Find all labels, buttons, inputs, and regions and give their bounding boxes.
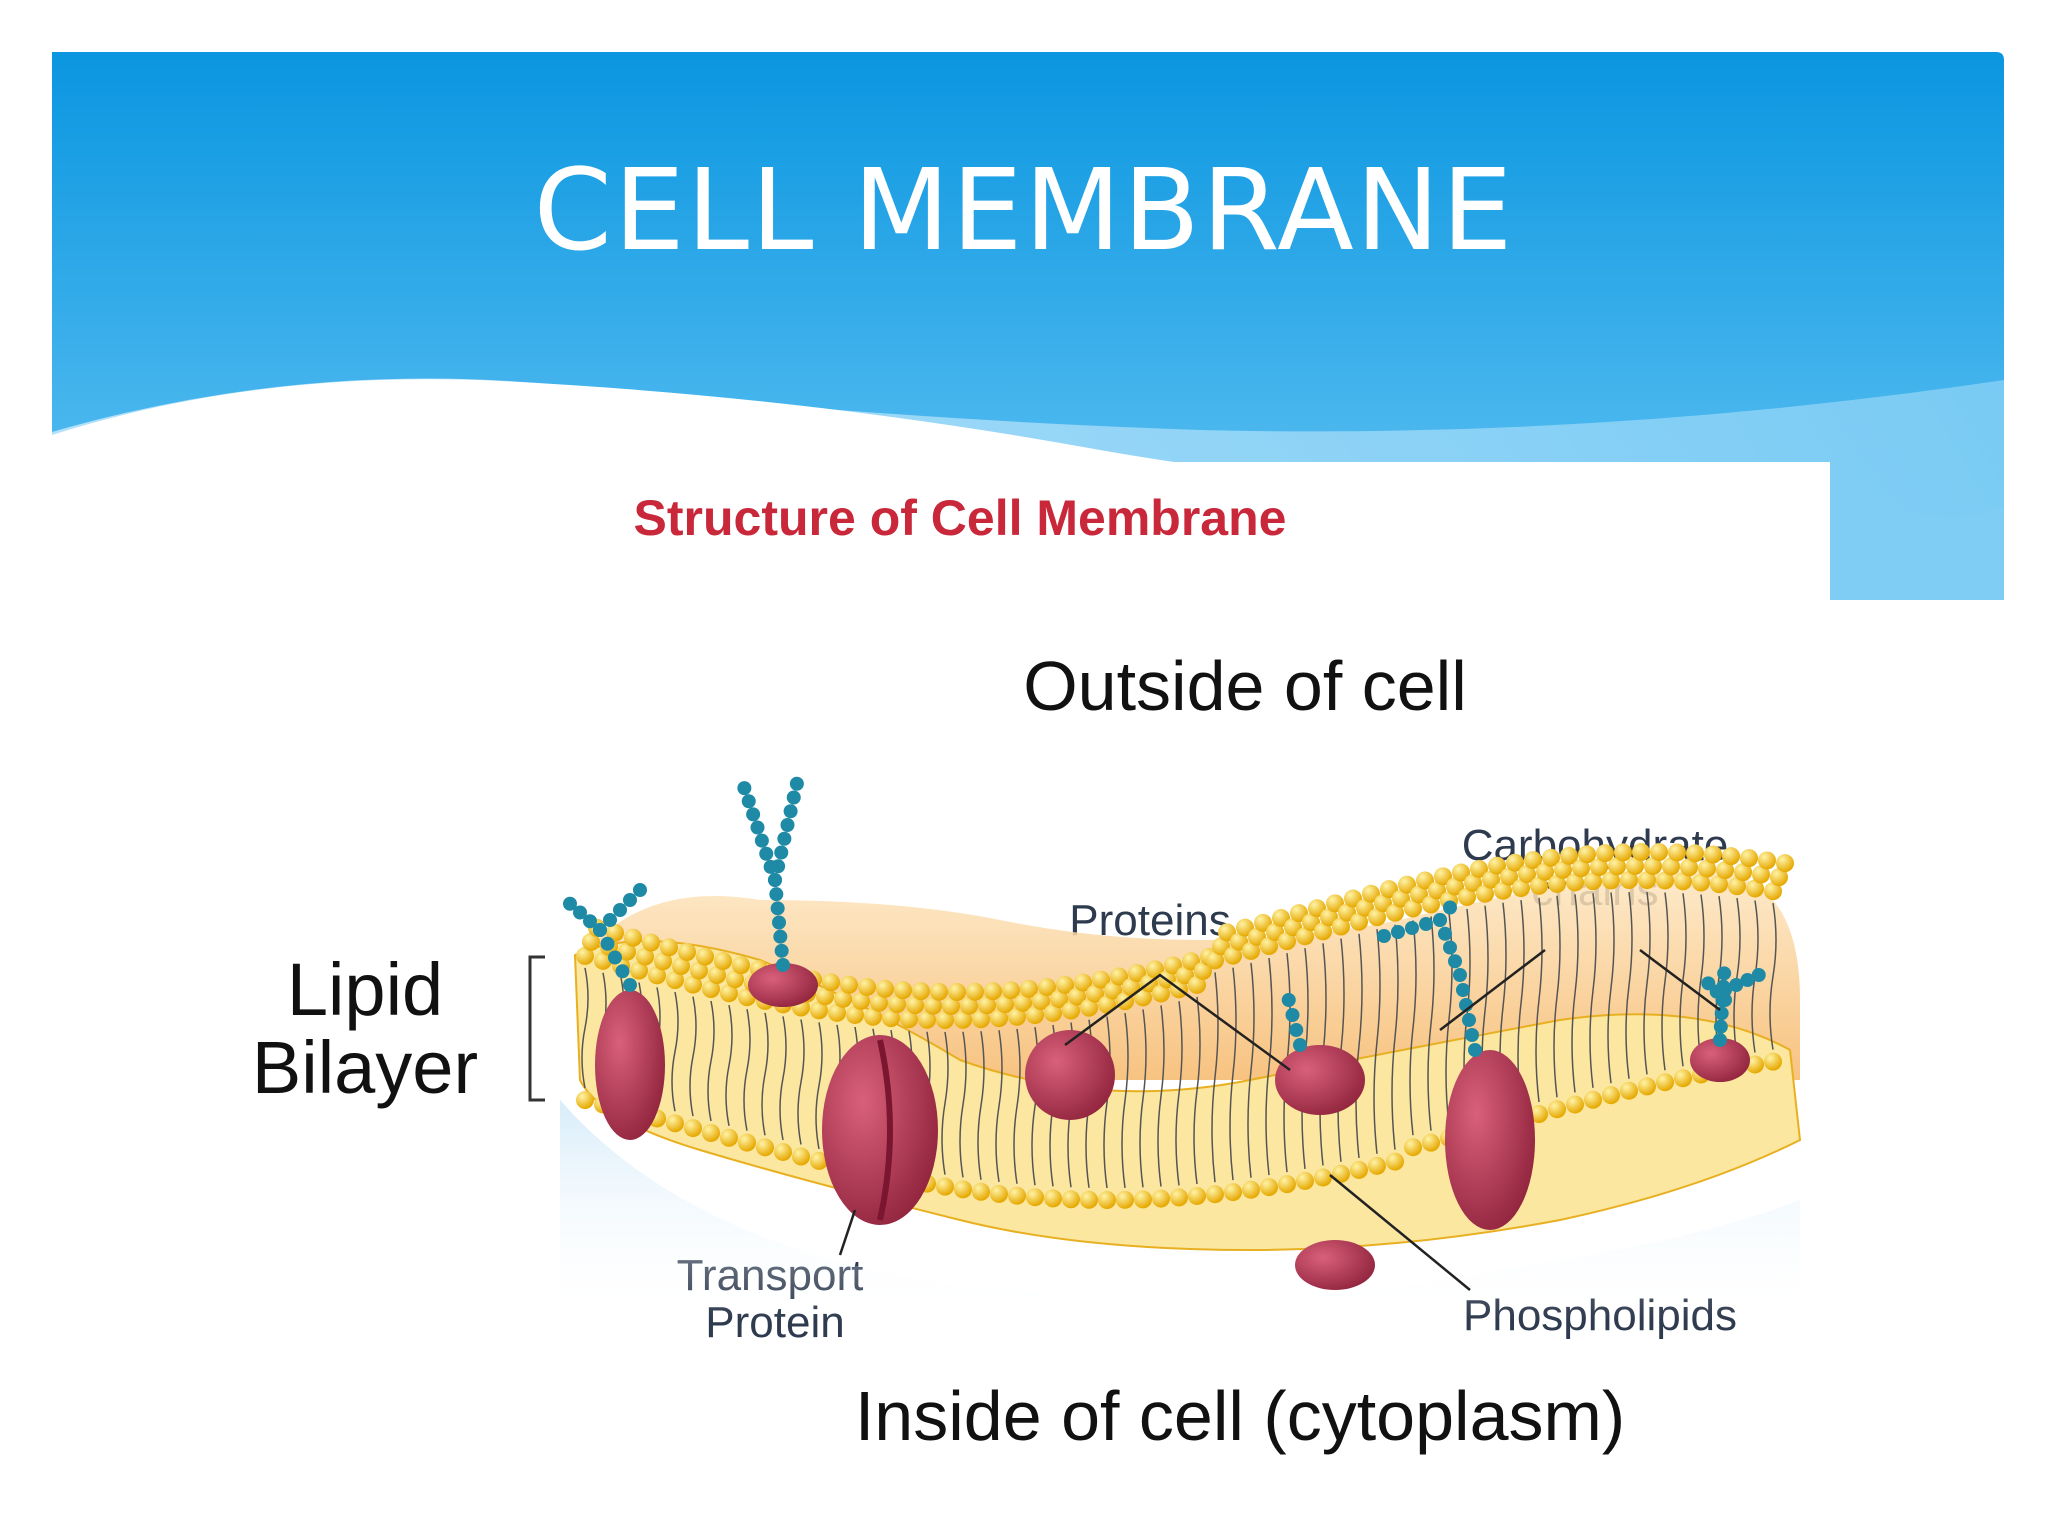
diagram-heading: Structure of Cell Membrane [634, 490, 1287, 546]
protein-center [1025, 1030, 1115, 1120]
lipid-bilayer-label-line2: Bilayer [252, 1026, 478, 1109]
protein-left [595, 990, 665, 1140]
banner-background [0, 52, 2004, 600]
protein-top-left [748, 963, 818, 1007]
protein-channel [1445, 1050, 1535, 1230]
protein-right-top [1275, 1045, 1365, 1115]
slide-title: CELL MEMBRANE [533, 146, 1515, 276]
phospholipid-heads-top [576, 843, 1794, 1029]
transport-protein [822, 1035, 938, 1225]
membrane-inner-shadow [560, 1100, 1800, 1320]
lipid-bilayer-label-line1: Lipid [287, 948, 443, 1031]
label-pointer-lines [838, 949, 1721, 1291]
carbohydrate-chains [563, 776, 1766, 1057]
lipid-bilayer-bracket [528, 955, 545, 1102]
protein-far-right [1690, 1038, 1750, 1082]
inside-of-cell-label: Inside of cell (cytoplasm) [855, 1377, 1625, 1455]
protein-bottom [1295, 1240, 1375, 1290]
outside-of-cell-label: Outside of cell [1023, 647, 1467, 725]
